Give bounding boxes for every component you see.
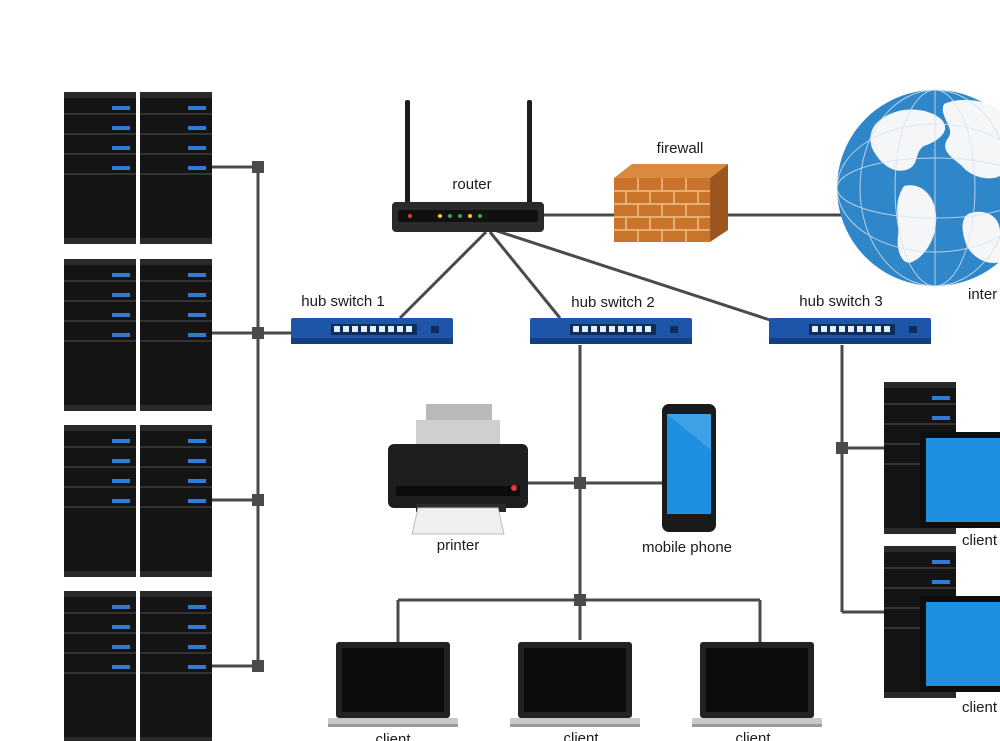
server-rack-icon	[64, 591, 212, 741]
network-cables	[210, 165, 884, 668]
hub-switch-3-label: hub switch 3	[799, 293, 883, 310]
client-label-right-top: client	[962, 532, 998, 549]
router-icon	[392, 100, 544, 232]
firewall-icon	[614, 164, 728, 242]
mobile-phone-icon	[662, 404, 716, 532]
client-label-right-bottom: client	[962, 699, 998, 716]
desktop-monitor-icon	[883, 381, 1000, 535]
server-rack-icon	[64, 92, 212, 244]
router-label: router	[452, 176, 492, 193]
server-rack-icon	[64, 259, 212, 411]
printer-icon	[388, 404, 528, 535]
desktop-monitor-icon	[883, 545, 1000, 699]
printer-label: printer	[436, 537, 480, 554]
firewall-label: firewall	[656, 140, 704, 157]
globe-icon	[836, 89, 1000, 287]
switch-icon	[530, 318, 692, 344]
internet-label: inter	[968, 286, 998, 303]
hub-switch-1-label: hub switch 1	[301, 293, 385, 310]
laptop-icon	[328, 642, 458, 727]
mobile-phone-label: mobile phone	[641, 539, 733, 556]
server-rack-icon	[64, 425, 212, 577]
client-label-laptop-2: client	[563, 730, 599, 741]
client-label-laptop-1: client	[375, 731, 411, 741]
cable-junctions	[252, 161, 848, 672]
hub-switch-2-label: hub switch 2	[571, 294, 655, 311]
switch-icon	[769, 318, 931, 344]
laptop-icon	[510, 642, 640, 727]
switch-icon	[291, 318, 453, 344]
laptop-icon	[692, 642, 822, 727]
client-label-laptop-3: client	[735, 730, 771, 741]
